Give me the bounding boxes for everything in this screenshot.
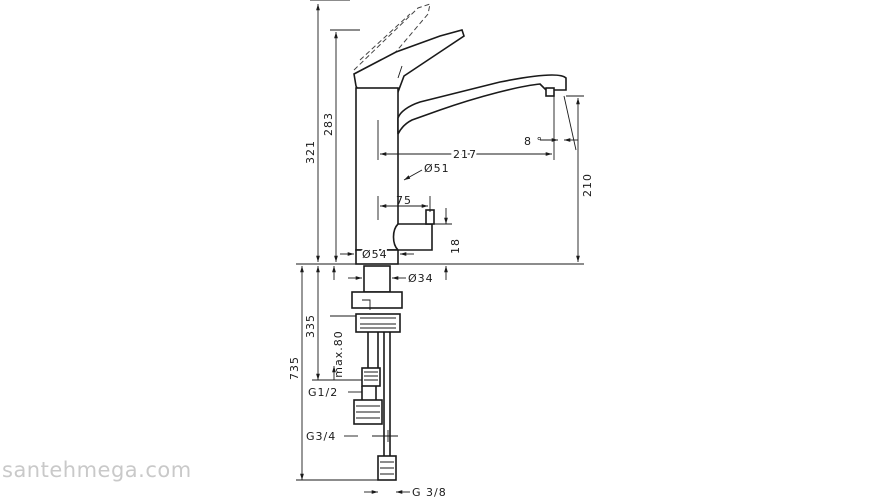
hose-left bbox=[367, 332, 379, 368]
spout bbox=[397, 74, 567, 135]
mounting-nut bbox=[351, 291, 403, 309]
dim-d54: Ø54 bbox=[362, 248, 388, 261]
lever-handle bbox=[353, 29, 465, 93]
lever-alternate-position bbox=[353, 3, 431, 81]
shutoff-valve bbox=[392, 223, 433, 251]
dim-335: 335 bbox=[304, 314, 317, 338]
dim-g34: G3/4 bbox=[306, 430, 336, 443]
dim-d34: Ø34 bbox=[408, 272, 434, 285]
dim-8-deg: 8 ° bbox=[524, 135, 543, 148]
dim-max80: max.80 bbox=[332, 330, 345, 377]
shank bbox=[363, 265, 391, 293]
dim-g12: G1/2 bbox=[308, 386, 338, 399]
mounting-plate bbox=[355, 313, 401, 333]
dim-321: 321 bbox=[304, 140, 317, 164]
dim-283: 283 bbox=[322, 112, 335, 136]
dim-d51: Ø51 bbox=[424, 162, 450, 175]
dim-217: 217 bbox=[453, 148, 477, 161]
hose-right bbox=[383, 332, 391, 460]
dim-210: 210 bbox=[581, 173, 594, 197]
watermark: santehmega.com bbox=[2, 458, 192, 482]
faucet-body bbox=[355, 87, 399, 251]
dim-735: 735 bbox=[288, 356, 301, 380]
dim-18: 18 bbox=[449, 238, 462, 254]
dim-g38: G 3/8 bbox=[412, 486, 447, 499]
dim-75: 75 bbox=[396, 194, 412, 207]
connector-g12 bbox=[361, 367, 381, 387]
